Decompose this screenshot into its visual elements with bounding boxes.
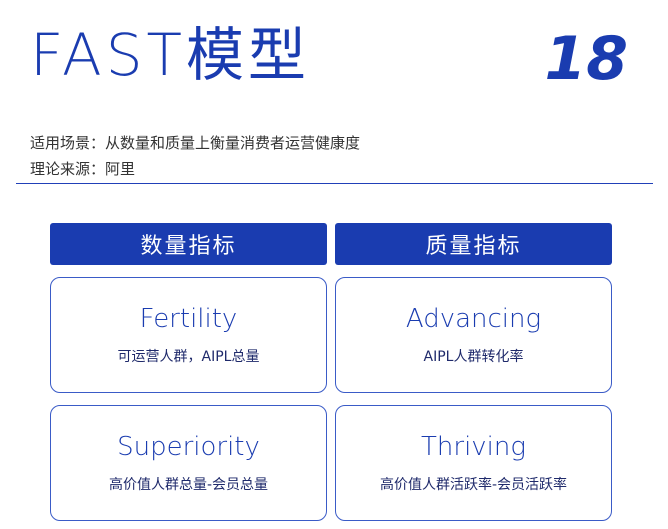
quality-header: 质量指标	[335, 223, 612, 265]
card-name: Fertility	[139, 304, 238, 334]
source-text: 理论来源：阿里	[30, 160, 136, 178]
scenario-text: 适用场景：从数量和质量上衡量消费者运营健康度	[30, 134, 361, 152]
card-name: Advancing	[405, 304, 542, 334]
quantity-header: 数量指标	[50, 223, 327, 265]
card-name: Superiority	[117, 432, 260, 462]
card-desc: 高价值人群总量-会员总量	[108, 477, 269, 493]
card-thriving: Thriving 高价值人群活跃率-会员活跃率	[335, 405, 612, 521]
card-advancing: Advancing AIPL人群转化率	[335, 277, 612, 393]
card-desc: AIPL人群转化率	[423, 349, 524, 365]
page-title: FAST模型	[30, 21, 310, 89]
card-desc: 可运营人群，AIPL总量	[117, 349, 260, 365]
meta-info: 适用场景：从数量和质量上衡量消费者运营健康度 理论来源：阿里	[30, 130, 360, 182]
divider	[16, 183, 653, 184]
card-fertility: Fertility 可运营人群，AIPL总量	[50, 277, 327, 393]
card-name: Thriving	[421, 432, 526, 462]
card-desc: 高价值人群活跃率-会员活跃率	[379, 477, 568, 493]
page-number: 18	[544, 24, 629, 94]
card-superiority: Superiority 高价值人群总量-会员总量	[50, 405, 327, 521]
